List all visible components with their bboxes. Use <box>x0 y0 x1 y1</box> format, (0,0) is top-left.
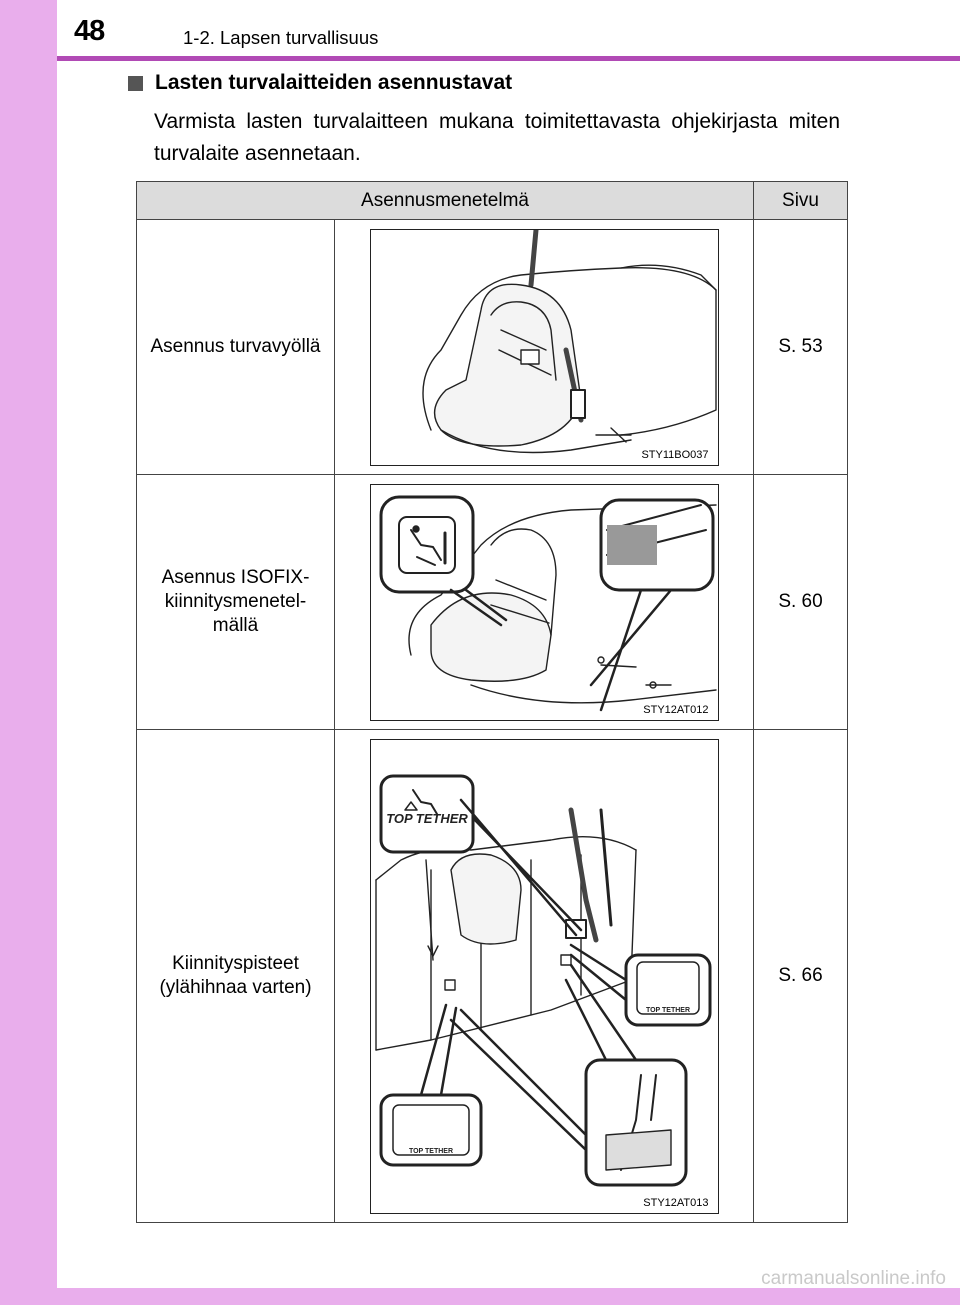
method-cell: Asennus turvavyöllä <box>136 219 335 475</box>
page-cell: S. 66 <box>753 729 848 1223</box>
table-row: Asennus ISOFIX- kiinnitysmenetel- mällä <box>136 474 848 730</box>
heading-text: Lasten turvalaitteiden asennustavat <box>155 71 513 94</box>
child-seat-isofix-icon <box>379 495 717 711</box>
page-reference: S. 66 <box>778 965 823 986</box>
section-heading: Lasten turvalaitteiden asennustavat <box>128 71 512 95</box>
method-text: Asennus ISOFIX- kiinnitysmenetel- mällä <box>161 567 310 636</box>
header-page: Sivu <box>753 181 848 220</box>
page-reference: S. 53 <box>778 336 823 357</box>
isofix-illustration: STY12AT012 <box>369 483 719 721</box>
page-reference: S. 60 <box>778 591 823 612</box>
method-cell: Asennus ISOFIX- kiinnitysmenetel- mällä <box>136 474 335 730</box>
method-text: Kiinnityspisteet (ylähihnaa varten) <box>159 953 312 998</box>
child-seat-seatbelt-icon <box>421 229 717 453</box>
installation-methods-table: Asennusmenetelmä Sivu Asennus turvavyöll… <box>136 181 848 1223</box>
figure-cell: STY11BO037 <box>334 219 754 475</box>
intro-paragraph: Varmista lasten turvalaitteen mukana toi… <box>154 110 840 165</box>
table-row: Asennus turvavyöllä <box>136 219 848 475</box>
top-tether-label: TOP TETHER <box>645 1007 689 1014</box>
figure-cell: STY12AT012 <box>334 474 754 730</box>
page-sidebar <box>0 0 57 1305</box>
seatbelt-illustration: STY11BO037 <box>369 228 719 466</box>
method-text: Asennus turvavyöllä <box>150 336 321 357</box>
bullet-square-icon <box>128 75 143 91</box>
figure-cell: TOP TETHER TOP TETHER TOP TETHER STY12AT… <box>334 729 754 1223</box>
page-number: 48 <box>74 15 105 47</box>
top-tether-label: TOP TETHER <box>386 811 468 826</box>
top-tether-illustration: TOP TETHER TOP TETHER TOP TETHER STY12AT… <box>369 738 719 1214</box>
watermark: carmanualsonline.info <box>761 1268 946 1289</box>
header-method: Asennusmenetelmä <box>136 181 754 220</box>
top-tether-label: TOP TETHER <box>408 1148 452 1155</box>
figure-code: STY12AT012 <box>641 703 711 716</box>
page-cell: S. 60 <box>753 474 848 730</box>
section-title: 1-2. Lapsen turvallisuus <box>183 27 379 48</box>
top-tether-anchors-icon: TOP TETHER TOP TETHER TOP TETHER <box>374 774 711 1186</box>
method-cell: Kiinnityspisteet (ylähihnaa varten) <box>136 729 335 1223</box>
header-rule <box>57 56 960 61</box>
figure-code: STY11BO037 <box>639 448 711 461</box>
bottom-strip <box>57 1288 960 1305</box>
page-cell: S. 53 <box>753 219 848 475</box>
table-row: Kiinnityspisteet (ylähihnaa varten) <box>136 729 848 1223</box>
table-header-row: Asennusmenetelmä Sivu <box>136 181 848 220</box>
figure-code: STY12AT013 <box>641 1196 711 1209</box>
